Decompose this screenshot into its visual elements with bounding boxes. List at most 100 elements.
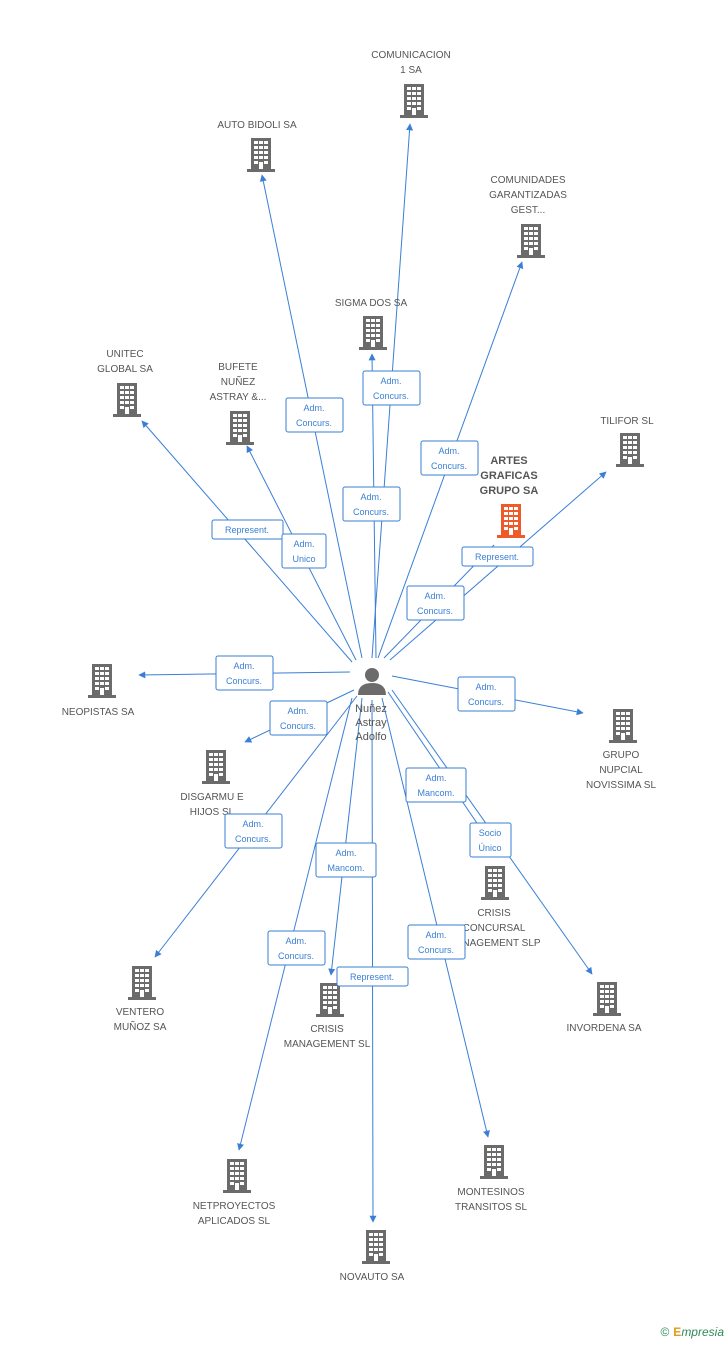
relation-badge[interactable]: Adm.Concurs. xyxy=(285,397,344,433)
relation-badge[interactable]: Adm.Concurs. xyxy=(406,585,465,621)
svg-text:Adm.Concurs.: Adm.Concurs. xyxy=(353,492,389,517)
relation-badge[interactable]: Adm.Concurs. xyxy=(269,700,328,736)
brand-logo-text: mpresia xyxy=(681,1325,724,1339)
relation-badge[interactable]: Adm.Concurs. xyxy=(215,655,274,691)
node-label: INVORDENA SA xyxy=(566,1023,641,1034)
edge-novauto xyxy=(369,699,377,1223)
node-label: NOVAUTO SA xyxy=(340,1272,405,1283)
node-novauto[interactable]: NOVAUTO SA xyxy=(340,1230,405,1283)
relation-badge[interactable]: Adm.Concurs. xyxy=(457,676,516,712)
svg-text:Adm.Mancom.: Adm.Mancom. xyxy=(327,848,364,873)
building-icon xyxy=(247,138,275,172)
building-icon xyxy=(616,433,644,467)
relation-badge[interactable]: Adm.Unico xyxy=(281,533,327,569)
node-label: AUTO BIDOLI SA xyxy=(217,120,297,131)
building-icon xyxy=(517,224,545,258)
person-icon xyxy=(358,668,386,695)
relation-badge[interactable]: Represent. xyxy=(336,966,409,987)
svg-text:Represent.: Represent. xyxy=(475,552,519,562)
relation-badge[interactable]: Adm.Concurs. xyxy=(362,370,421,406)
relation-badge[interactable]: Adm.Mancom. xyxy=(315,842,377,878)
edge-crisisconcursal xyxy=(387,691,484,833)
building-icon xyxy=(88,664,116,698)
relation-badge[interactable]: Represent. xyxy=(211,519,284,540)
relation-badge[interactable]: Adm.Concurs. xyxy=(267,930,326,966)
relation-badge[interactable]: Adm.Concurs. xyxy=(224,813,283,849)
building-icon xyxy=(609,709,637,743)
building-icon xyxy=(400,84,428,118)
brand-footer: ©Empresia xyxy=(660,1325,724,1339)
svg-text:Adm.Concurs.: Adm.Concurs. xyxy=(278,936,314,961)
building-icon xyxy=(113,383,141,417)
building-icon xyxy=(481,866,509,900)
svg-text:Adm.Concurs.: Adm.Concurs. xyxy=(280,706,316,731)
relation-badge[interactable]: Adm.Concurs. xyxy=(420,440,479,476)
building-icon xyxy=(362,1230,390,1264)
svg-text:Adm.Concurs.: Adm.Concurs. xyxy=(226,661,262,686)
svg-text:Represent.: Represent. xyxy=(225,525,269,535)
svg-text:Adm.Concurs.: Adm.Concurs. xyxy=(417,591,453,616)
svg-text:Adm.Concurs.: Adm.Concurs. xyxy=(296,403,332,428)
edge-crisismgmt xyxy=(328,697,363,976)
node-neopistas[interactable]: NEOPISTAS SA xyxy=(62,664,135,718)
node-label: TILIFOR SL xyxy=(600,416,654,427)
badges-layer: Adm.Concurs. Adm.Concurs. Adm.Concurs. A… xyxy=(211,370,534,987)
building-icon xyxy=(497,504,525,538)
building-icon xyxy=(202,750,230,784)
building-icon xyxy=(223,1159,251,1193)
relation-badge[interactable]: Adm.Concurs. xyxy=(407,924,466,960)
building-icon xyxy=(593,982,621,1016)
svg-text:Adm.Concurs.: Adm.Concurs. xyxy=(235,819,271,844)
svg-text:Adm.Mancom.: Adm.Mancom. xyxy=(417,773,454,798)
building-icon xyxy=(128,966,156,1000)
svg-text:Adm.Concurs.: Adm.Concurs. xyxy=(468,682,504,707)
relation-badge[interactable]: Adm.Concurs. xyxy=(342,486,401,522)
node-invordena[interactable]: INVORDENA SA xyxy=(566,982,642,1034)
copyright-icon: © xyxy=(660,1325,670,1339)
node-label: NEOPISTAS SA xyxy=(62,707,135,718)
node-autobidoli[interactable]: AUTO BIDOLI SA xyxy=(217,120,297,172)
building-icon xyxy=(226,411,254,445)
svg-text:Adm.Unico: Adm.Unico xyxy=(292,539,315,564)
relation-badge[interactable]: Adm.Mancom. xyxy=(405,767,467,803)
edge-montesinos xyxy=(381,697,490,1138)
node-tilifor[interactable]: TILIFOR SL xyxy=(600,416,654,467)
relation-badge[interactable]: Represent. xyxy=(461,546,534,567)
brand-logo-initial: E xyxy=(673,1325,682,1339)
node-label: SIGMA DOS SA xyxy=(335,298,408,309)
building-icon xyxy=(316,983,344,1017)
building-icon xyxy=(359,316,387,350)
svg-text:Adm.Concurs.: Adm.Concurs. xyxy=(373,376,409,401)
svg-text:Adm.Concurs.: Adm.Concurs. xyxy=(418,930,454,955)
node-sigmados[interactable]: SIGMA DOS SA xyxy=(335,298,408,350)
